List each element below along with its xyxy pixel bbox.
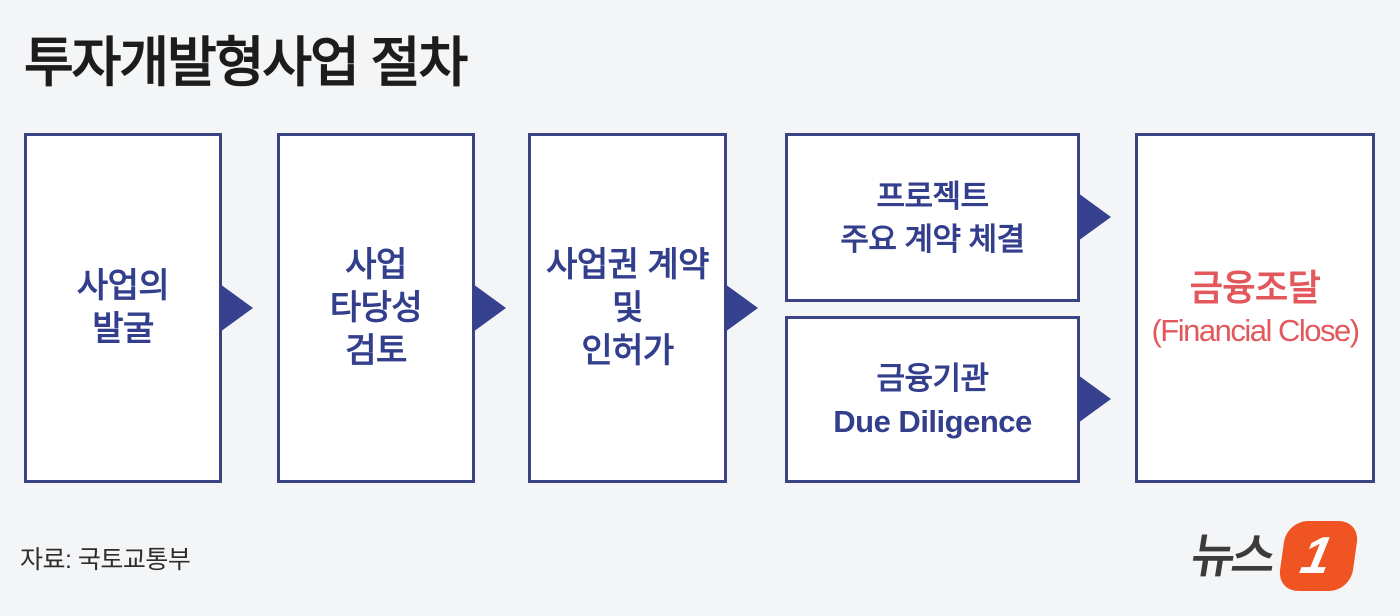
flow-step-financial-institution-due-diligence: 금융기관 Due Diligence bbox=[785, 316, 1080, 483]
step-line: Due Diligence bbox=[833, 403, 1032, 439]
step-text: 프로젝트 주요 계약 체결 bbox=[840, 175, 1025, 261]
flow-step-concession-contract-and-permits: 사업권 계약 및 인허가 bbox=[528, 133, 727, 483]
flow-arrow-right-icon bbox=[473, 284, 506, 332]
flow-arrow-right-icon bbox=[220, 284, 253, 332]
step-line: 사업권 계약 bbox=[546, 245, 709, 284]
step-line: 타당성 bbox=[329, 288, 423, 327]
step-line: 검토 bbox=[345, 331, 407, 370]
step-text: 사업권 계약 및 인허가 bbox=[546, 244, 709, 373]
flow-arrow-right-icon bbox=[1078, 193, 1111, 241]
step-line: 발굴 bbox=[92, 310, 154, 348]
financial-close-title: 금융조달 bbox=[1189, 267, 1321, 308]
step-line: 및 bbox=[612, 288, 643, 327]
flow-arrow-right-icon bbox=[1078, 375, 1111, 423]
flow-step-financial-close: 금융조달 (Financial Close) bbox=[1135, 133, 1375, 483]
news1-logo-badge-icon: 1 bbox=[1277, 521, 1361, 591]
flow-arrow-right-icon bbox=[725, 284, 758, 332]
source-credit: 자료: 국토교통부 bbox=[20, 546, 191, 574]
flow-step-project-discovery: 사업의 발굴 bbox=[24, 133, 222, 483]
step-line: 사업의 bbox=[76, 267, 170, 305]
financial-close-subtitle: (Financial Close) bbox=[1151, 313, 1360, 348]
step-line: 인허가 bbox=[581, 331, 674, 370]
step-text: 사업 타당성 검토 bbox=[329, 244, 423, 373]
step-text: 금융조달 (Financial Close) bbox=[1151, 265, 1360, 351]
step-text: 사업의 발굴 bbox=[76, 265, 170, 351]
page-title: 투자개발형사업 절차 bbox=[24, 33, 468, 93]
flow-step-project-key-contracts: 프로젝트 주요 계약 체결 bbox=[785, 133, 1080, 302]
step-line: 사업 bbox=[345, 245, 407, 284]
step-line: 프로젝트 bbox=[876, 178, 989, 214]
step-line: 금융기관 bbox=[876, 360, 989, 396]
step-line: 주요 계약 체결 bbox=[840, 221, 1025, 257]
step-text: 금융기관 Due Diligence bbox=[833, 357, 1032, 443]
news1-logo-number: 1 bbox=[1296, 527, 1338, 585]
flow-step-feasibility-review: 사업 타당성 검토 bbox=[277, 133, 475, 483]
news1-logo: 뉴스 1 bbox=[1188, 520, 1361, 592]
news1-logo-text: 뉴스 bbox=[1187, 529, 1277, 582]
